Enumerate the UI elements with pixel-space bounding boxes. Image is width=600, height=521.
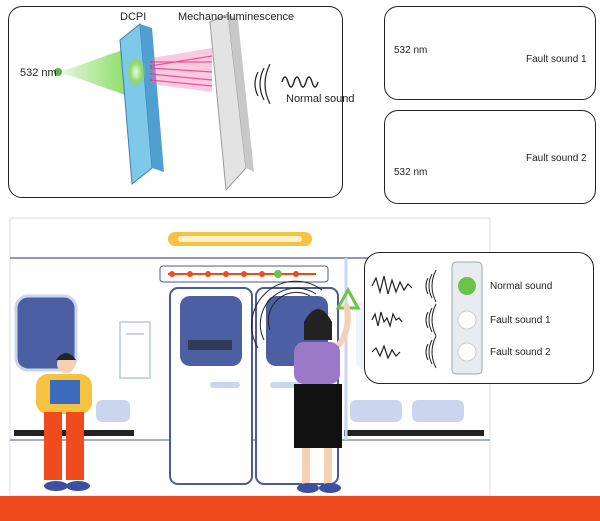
train-floor xyxy=(0,496,600,521)
panel-normal-sound xyxy=(8,6,343,198)
indicator-wave-fault2 xyxy=(371,344,401,360)
ml-emission-beams xyxy=(149,55,213,87)
laser-beam xyxy=(60,48,128,96)
indicator-wave-fault1 xyxy=(371,311,403,329)
normal-sound-label-main: Normal sound xyxy=(286,93,355,105)
sound-waves-door xyxy=(251,280,323,349)
indicator-wave-normal xyxy=(371,275,413,295)
indicator-label-normal: Normal sound xyxy=(490,281,553,292)
train-scene xyxy=(0,217,600,521)
panel-fault-sound-2 xyxy=(384,110,596,204)
dcpi-green-spot xyxy=(126,56,146,88)
indicator-drawing xyxy=(371,261,483,375)
mechano-label: Mechano-luminescence xyxy=(178,11,295,23)
sound-arcs-normal xyxy=(254,63,271,105)
panel-fault-sound-1 xyxy=(384,6,596,100)
laser-source-dot xyxy=(54,68,62,76)
seated-passenger xyxy=(36,353,92,491)
lamp-normal xyxy=(458,277,476,295)
lamp-fault2 xyxy=(457,342,477,362)
normal-sound-wave xyxy=(281,76,319,88)
lamp-fault1 xyxy=(457,310,477,330)
wavelength-label-f1: 532 nm xyxy=(394,45,428,56)
fault-sound-1-label: Fault sound 1 xyxy=(526,54,587,65)
indicator-label-fault2: Fault sound 2 xyxy=(490,347,551,358)
left-seat-back xyxy=(96,400,130,422)
notice-board xyxy=(119,321,151,379)
wavelength-label-main: 532 nm xyxy=(20,67,57,79)
fault-sound-2-label: Fault sound 2 xyxy=(526,153,587,164)
dcpi-label: DCPI xyxy=(120,11,147,23)
indicator-label-fault1: Fault sound 1 xyxy=(490,315,551,326)
left-window xyxy=(14,294,78,372)
wavelength-label-f2: 532 nm xyxy=(394,167,428,178)
standing-passenger xyxy=(294,303,351,493)
